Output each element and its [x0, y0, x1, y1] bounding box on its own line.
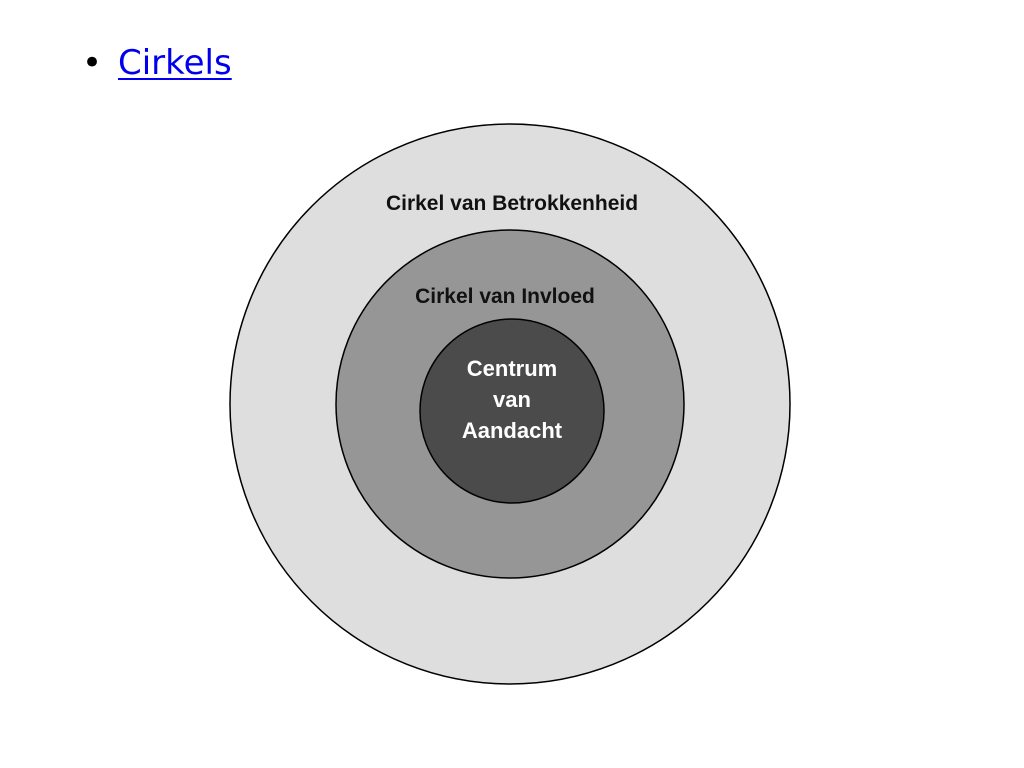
bullet-dot: •	[82, 43, 103, 83]
center-of-focus	[419, 318, 605, 504]
center-label-line-1: Centrum	[467, 356, 557, 381]
bullet-item: • Cirkels	[82, 38, 232, 88]
middle-circle-label: Cirkel van Invloed	[415, 285, 595, 308]
outer-circle-label: Cirkel van Betrokkenheid	[386, 192, 638, 215]
cirkels-link[interactable]: Cirkels	[118, 43, 232, 83]
center-label-line-2: van	[493, 387, 531, 412]
center-label-line-3: Aandacht	[462, 418, 563, 443]
